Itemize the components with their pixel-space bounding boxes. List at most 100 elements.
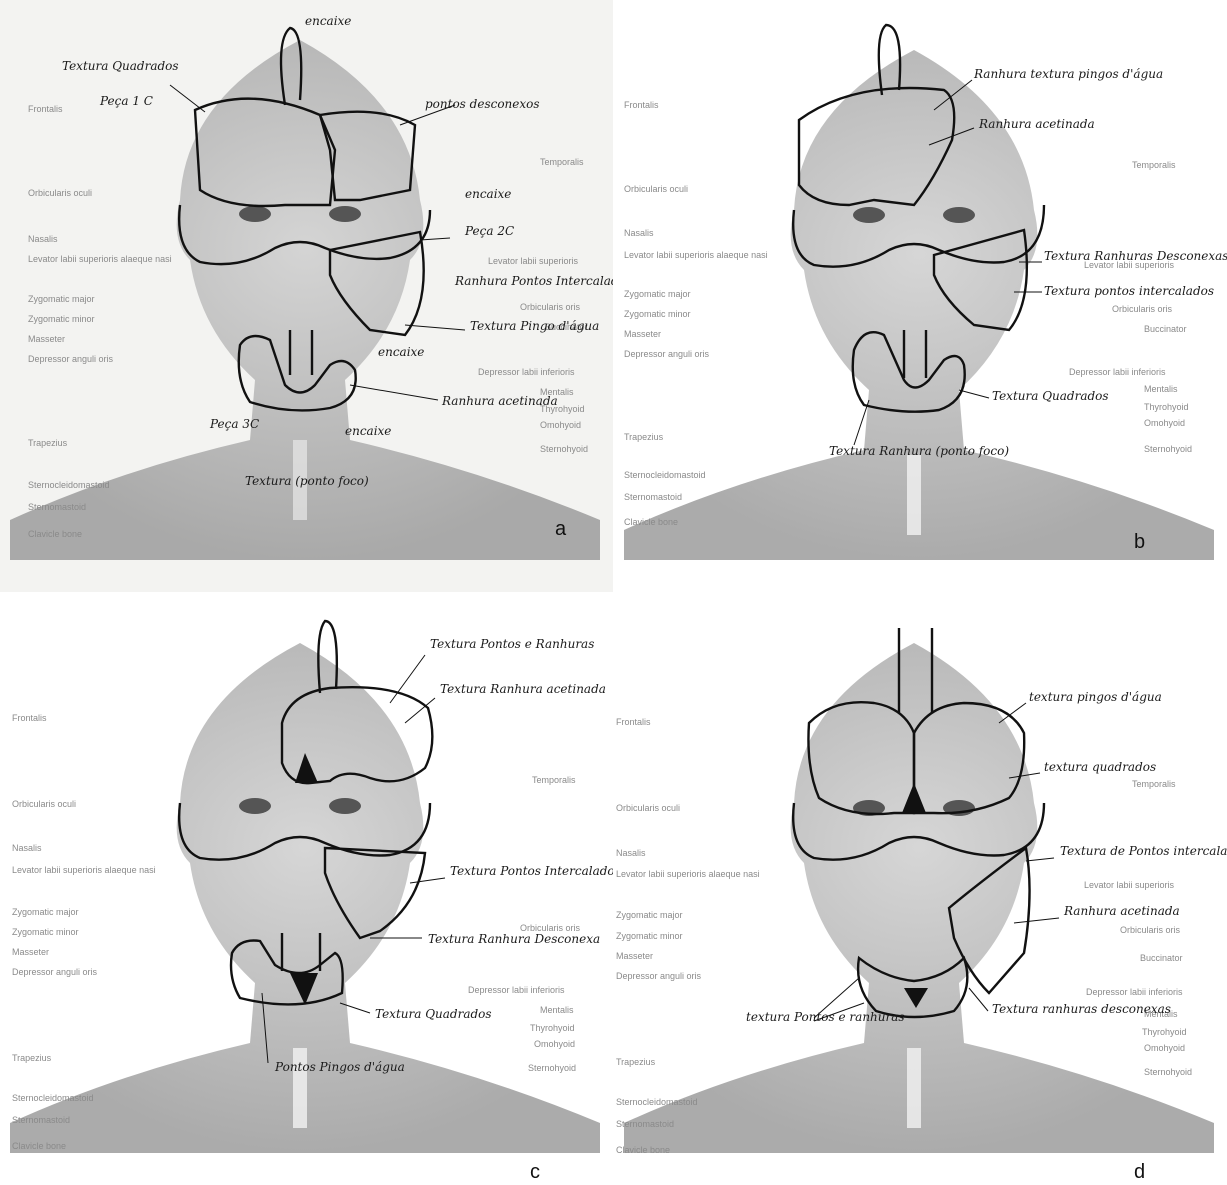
- muscle-label: Orbicularis oculi: [616, 803, 680, 813]
- muscle-label: Temporalis: [540, 157, 584, 167]
- muscle-label: Sternocleidomastoid: [624, 470, 706, 480]
- annotation: Textura Quadrados: [375, 1007, 492, 1021]
- muscle-label: Zygomatic minor: [28, 314, 95, 324]
- muscle-label: Sternomastoid: [12, 1115, 70, 1125]
- muscle-label: Omohyoid: [1144, 418, 1185, 428]
- muscle-label: Frontalis: [12, 713, 47, 723]
- muscle-label: Depressor anguli oris: [616, 971, 702, 981]
- panel-letter-c: c: [530, 1161, 540, 1183]
- muscle-label: Trapezius: [616, 1057, 656, 1067]
- muscle-label: Zygomatic minor: [624, 309, 691, 319]
- annotation: Textura Pontos Intercalados: [450, 864, 613, 878]
- muscle-label: Sternohyoid: [540, 444, 588, 454]
- annotation: encaixe: [345, 424, 391, 438]
- diagram-c: Frontalis Orbicularis oculi Nasalis Leva…: [0, 593, 613, 1185]
- muscle-label: Masseter: [28, 334, 65, 344]
- muscle-label: Depressor labii inferioris: [1069, 367, 1166, 377]
- muscle-label: Nasalis: [12, 843, 42, 853]
- muscle-label: Clavicle bone: [28, 529, 82, 539]
- muscle-label: Clavicle bone: [12, 1141, 66, 1151]
- annotation: Peça 2C: [464, 224, 514, 238]
- annotation: Ranhura acetinada: [1063, 904, 1180, 918]
- muscle-label: Levator labii superioris alaeque nasi: [616, 869, 760, 879]
- muscle-label: Sternomastoid: [28, 502, 86, 512]
- muscle-label: Orbicularis oris: [520, 302, 581, 312]
- annotation: Ranhura acetinada: [978, 117, 1095, 131]
- muscle-label: Thyrohyoid: [1144, 402, 1189, 412]
- panel-c: Frontalis Orbicularis oculi Nasalis Leva…: [0, 593, 613, 1185]
- muscle-label: Frontalis: [624, 100, 659, 110]
- annotation: Textura pontos intercalados: [1044, 284, 1214, 298]
- muscle-label: Levator labii superioris alaeque nasi: [12, 865, 156, 875]
- muscle-label: Levator labii superioris: [488, 256, 579, 266]
- muscle-label: Temporalis: [1132, 160, 1176, 170]
- muscle-label: Masseter: [12, 947, 49, 957]
- muscle-label: Zygomatic major: [12, 907, 79, 917]
- annotation: Textura Ranhura (ponto foco): [829, 444, 1009, 458]
- muscle-labels-right-b: Temporalis Levator labii superioris Orbi…: [1069, 160, 1192, 454]
- muscle-label: Orbicularis oculi: [624, 184, 688, 194]
- annotation: Textura ranhuras desconexas: [992, 1002, 1171, 1016]
- muscle-label: Depressor labii inferioris: [468, 985, 565, 995]
- annotation: Textura Quadrados: [62, 59, 179, 73]
- muscle-label: Omohyoid: [534, 1039, 575, 1049]
- annotation: textura pingos d'água: [1029, 690, 1162, 704]
- annotation: encaixe: [378, 345, 424, 359]
- muscle-label: Trapezius: [28, 438, 68, 448]
- muscle-label: Sternocleidomastoid: [616, 1097, 698, 1107]
- muscle-label: Depressor labii inferioris: [478, 367, 575, 377]
- panel-letter-a: a: [555, 518, 567, 540]
- muscle-label: Sternohyoid: [1144, 1067, 1192, 1077]
- annotation: textura quadrados: [1044, 760, 1156, 774]
- diagram-d: Frontalis Orbicularis oculi Nasalis Leva…: [614, 593, 1227, 1185]
- muscle-label: Nasalis: [28, 234, 58, 244]
- annotation: Textura Ranhuras Desconexas: [1044, 249, 1227, 263]
- annotation: encaixe: [465, 187, 511, 201]
- muscle-label: Trapezius: [12, 1053, 52, 1063]
- muscle-label: Sternohyoid: [1144, 444, 1192, 454]
- annotation: encaixe: [305, 14, 351, 28]
- muscle-label: Nasalis: [616, 848, 646, 858]
- muscle-label: Orbicularis oris: [1120, 925, 1181, 935]
- muscle-label: Omohyoid: [1144, 1043, 1185, 1053]
- muscle-labels-right-a: Temporalis Levator labii superioris Orbi…: [478, 157, 588, 454]
- muscle-label: Buccinator: [1140, 953, 1183, 963]
- muscle-label: Trapezius: [624, 432, 664, 442]
- muscle-label: Depressor anguli oris: [12, 967, 98, 977]
- muscle-label: Zygomatic minor: [12, 927, 79, 937]
- annotation: Ranhura acetinada: [441, 394, 558, 408]
- muscle-label: Sternocleidomastoid: [12, 1093, 94, 1103]
- muscle-label: Clavicle bone: [616, 1145, 670, 1155]
- panel-letter-b: b: [1134, 531, 1145, 553]
- annotation: Ranhura Pontos Intercalados: [454, 274, 613, 288]
- muscle-label: Depressor anguli oris: [624, 349, 710, 359]
- panel-d: Frontalis Orbicularis oculi Nasalis Leva…: [614, 593, 1227, 1185]
- diagram-b: Frontalis Orbicularis oculi Nasalis Leva…: [614, 0, 1227, 592]
- muscle-label: Sternocleidomastoid: [28, 480, 110, 490]
- diagram-a: Frontalis Orbicularis oculi Nasalis Leva…: [0, 0, 613, 592]
- muscle-label: Sternomastoid: [624, 492, 682, 502]
- annotation: Peça 3C: [209, 417, 259, 431]
- annotation: Peça 1 C: [99, 94, 153, 108]
- annotation: Textura Quadrados: [992, 389, 1109, 403]
- muscle-label: Masseter: [616, 951, 653, 961]
- muscle-label: Temporalis: [532, 775, 576, 785]
- muscle-label: Depressor labii inferioris: [1086, 987, 1183, 997]
- muscle-label: Zygomatic major: [616, 910, 683, 920]
- muscle-labels-right-d: Temporalis Levator labii superioris Orbi…: [1084, 779, 1192, 1077]
- muscle-label: Mentalis: [540, 1005, 574, 1015]
- muscle-labels-left-b: Frontalis Orbicularis oculi Nasalis Leva…: [624, 100, 768, 527]
- panel-a: Frontalis Orbicularis oculi Nasalis Leva…: [0, 0, 613, 592]
- muscle-label: Sternohyoid: [528, 1063, 576, 1073]
- muscle-label: Sternomastoid: [616, 1119, 674, 1129]
- muscle-label: Frontalis: [616, 717, 651, 727]
- muscle-label: Orbicularis oculi: [28, 188, 92, 198]
- annotation: pontos desconexos: [425, 97, 540, 111]
- muscle-label: Levator labii superioris alaeque nasi: [28, 254, 172, 264]
- annotation: Textura Pontos e Ranhuras: [430, 637, 594, 651]
- muscle-label: Zygomatic minor: [616, 931, 683, 941]
- muscle-label: Clavicle bone: [624, 517, 678, 527]
- panel-letter-d: d: [1134, 1161, 1145, 1183]
- annotation: Textura (ponto foco): [245, 474, 369, 488]
- muscle-label: Nasalis: [624, 228, 654, 238]
